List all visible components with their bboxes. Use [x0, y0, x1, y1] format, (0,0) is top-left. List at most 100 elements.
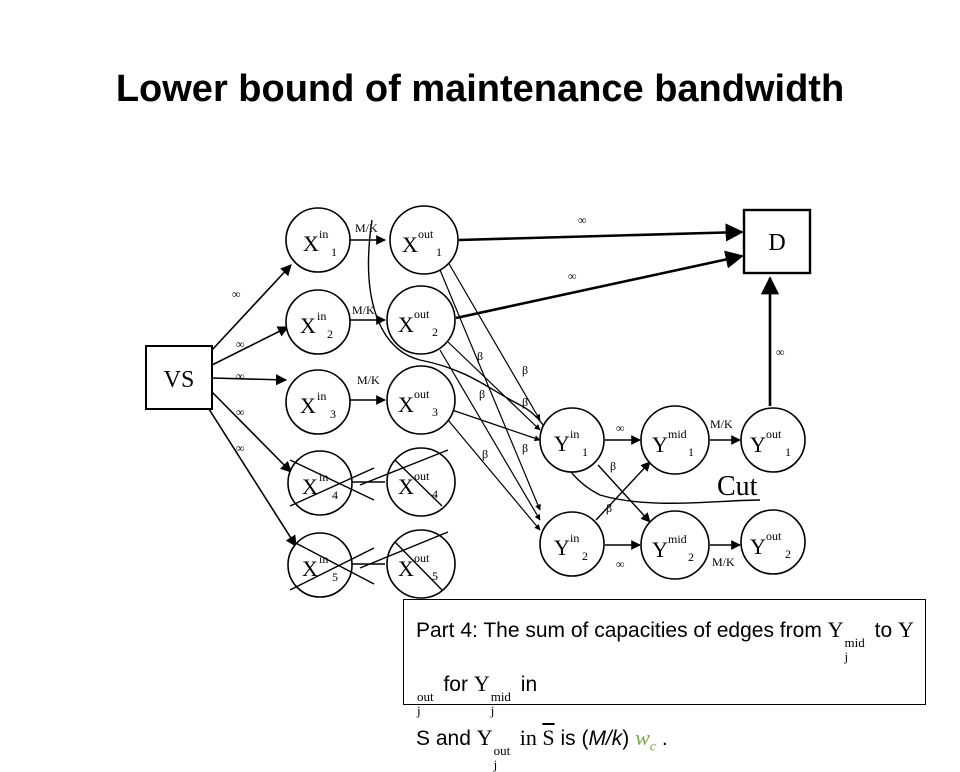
svg-text:X: X	[300, 313, 316, 338]
yout-node-2: Y out 2	[740, 509, 806, 575]
svg-text:1: 1	[436, 245, 442, 259]
svg-text:5: 5	[432, 569, 438, 583]
svg-text:in: in	[570, 531, 579, 545]
y-out-symbol-1: Y	[897, 617, 914, 642]
xin-to-xout-edges	[350, 235, 386, 565]
edge-label-mk-2: M/K	[352, 303, 375, 317]
svg-text:X: X	[398, 312, 414, 337]
vs-edge-labels: ∞ ∞ ∞ ∞ ∞	[232, 287, 245, 455]
svg-text:Y: Y	[554, 431, 570, 456]
edge-label-mk-3: M/K	[357, 373, 380, 387]
svg-text:X: X	[398, 474, 414, 499]
xout-to-d-edges	[455, 223, 744, 320]
beta-label-4: β	[522, 395, 528, 409]
edge-label-x2-d: ∞	[568, 269, 577, 283]
cut-label: Cut	[717, 471, 758, 502]
flow-graph-diagram: ∞ ∞ ∞ ∞ ∞ M/K M/K M/K ∞ ∞ β β β β	[145, 205, 812, 599]
svg-text:2: 2	[688, 550, 694, 564]
svg-text:out: out	[414, 469, 430, 483]
svg-text:X: X	[300, 393, 316, 418]
svg-text:X: X	[303, 231, 319, 256]
svg-text:2: 2	[582, 549, 588, 563]
svg-text:Y: Y	[652, 537, 668, 562]
svg-text:Y: Y	[750, 534, 766, 559]
xin-node-5: X in 5	[287, 532, 375, 598]
svg-text:5: 5	[332, 570, 338, 584]
slide-title: Lower bound of maintenance bandwidth	[115, 68, 845, 110]
edge-label-yout1-d: ∞	[776, 345, 785, 359]
beta-label-2: β	[522, 363, 528, 377]
xin-node-2: X in 2	[285, 289, 351, 355]
beta-labels: β β β β β β	[477, 349, 528, 461]
xout-node-3: X out 3	[386, 365, 456, 435]
xout-node-5: X out 5	[359, 529, 456, 599]
ymid-node-1: Y mid 1	[640, 405, 710, 475]
caption-box: Part 4: The sum of capacities of edges f…	[403, 599, 926, 772]
yout-node-1: Y out 1	[740, 407, 806, 473]
beta-label-6: β	[522, 441, 528, 455]
svg-text:Y: Y	[554, 535, 570, 560]
xin-node-1: X in 1	[285, 207, 351, 273]
svg-text:out: out	[414, 551, 430, 565]
s-bar-symbol: S	[542, 725, 555, 750]
y-mid-symbol-1: Y	[827, 617, 844, 642]
svg-text:2: 2	[785, 547, 791, 561]
svg-text:D: D	[768, 230, 785, 256]
edge-label-cross-1: β	[610, 459, 616, 473]
svg-text:1: 1	[582, 445, 588, 459]
svg-text:1: 1	[785, 445, 791, 459]
beta-label-5: β	[482, 447, 488, 461]
svg-text:VS: VS	[164, 367, 195, 393]
edge-label-mk-1: M/K	[355, 221, 378, 235]
svg-text:3: 3	[330, 407, 336, 421]
edge-label-ymid2-yout2: M/K	[712, 555, 735, 569]
d-node: D	[742, 208, 812, 275]
edge-label-ymid1-yout1: M/K	[710, 417, 733, 431]
svg-text:in: in	[317, 309, 326, 323]
svg-text:2: 2	[432, 325, 438, 339]
svg-text:X: X	[398, 556, 414, 581]
xin-xout-labels: M/K M/K M/K	[352, 221, 380, 387]
svg-text:out: out	[414, 307, 430, 321]
svg-text:1: 1	[331, 245, 337, 259]
yin-node-1: Y in 1	[539, 407, 605, 473]
xout-node-2: X out 2	[386, 285, 456, 355]
svg-text:mid: mid	[668, 532, 687, 546]
svg-text:mid: mid	[668, 427, 687, 441]
svg-text:3: 3	[432, 405, 438, 419]
vs-to-xin-edges	[206, 264, 297, 547]
svg-text:X: X	[302, 474, 318, 499]
svg-text:X: X	[302, 556, 318, 581]
svg-text:out: out	[414, 387, 430, 401]
svg-text:X: X	[398, 392, 414, 417]
ymid-node-2: Y mid 2	[640, 510, 710, 580]
edge-label-vs-x3: ∞	[236, 369, 245, 383]
svg-text:in: in	[319, 552, 328, 566]
svg-text:in: in	[570, 427, 579, 441]
edge-label-x1-d: ∞	[578, 213, 587, 227]
edge-label-yin1-ymid1: ∞	[616, 421, 625, 435]
edge-label-vs-x1: ∞	[232, 287, 241, 301]
xin-node-3: X in 3	[285, 369, 351, 435]
beta-edges	[439, 261, 541, 531]
y-out-symbol-2: Y	[476, 725, 493, 750]
xout-node-1: X out 1	[389, 205, 459, 275]
svg-text:in: in	[319, 470, 328, 484]
caption-part1: Part 4: The sum of capacities of edges f…	[416, 619, 828, 642]
yin-ymid-labels: ∞ β β ∞	[606, 421, 625, 571]
xout-node-4: X out 4	[359, 447, 456, 517]
svg-text:2: 2	[327, 327, 333, 341]
cut-curve-line	[367, 219, 761, 504]
yin-node-2: Y in 2	[539, 511, 605, 577]
svg-text:in: in	[317, 389, 326, 403]
svg-text:out: out	[766, 529, 782, 543]
edge-label-vs-x5: ∞	[236, 441, 245, 455]
edge-label-cross-2: β	[606, 501, 612, 515]
svg-text:4: 4	[332, 488, 338, 502]
svg-text:Y: Y	[652, 432, 668, 457]
svg-text:4: 4	[432, 487, 438, 501]
edge-label-yin2-ymid2: ∞	[616, 557, 625, 571]
svg-text:out: out	[766, 427, 782, 441]
yin-to-ymid-edges	[595, 435, 651, 550]
svg-text:Y: Y	[750, 432, 766, 457]
